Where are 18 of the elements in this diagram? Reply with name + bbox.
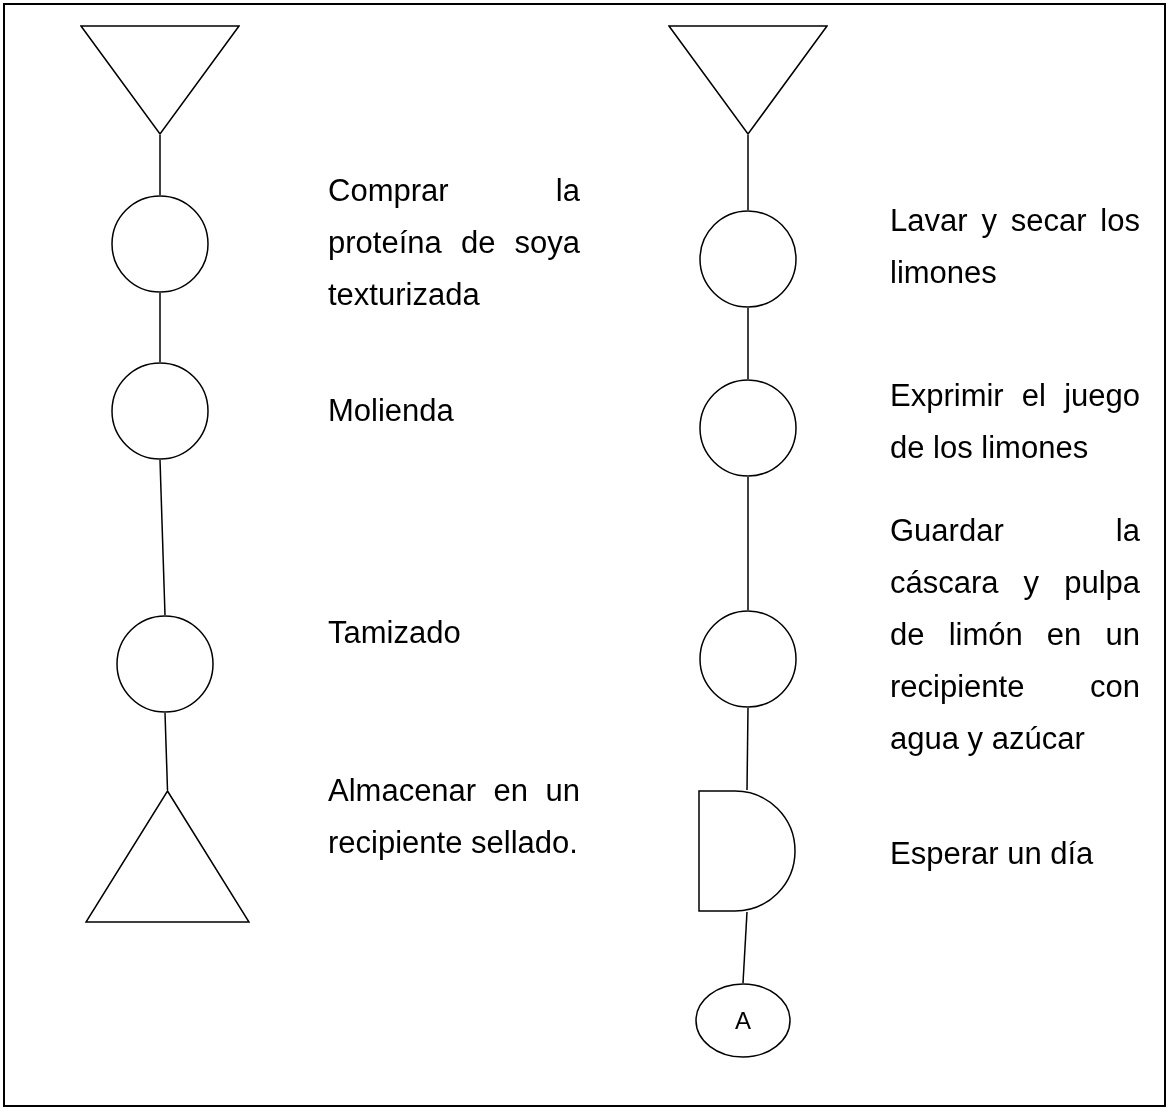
connector-line bbox=[747, 476, 749, 611]
step-description: Molienda bbox=[328, 392, 455, 430]
step-description: Exprimir el juego de los limones bbox=[890, 377, 1140, 467]
step-description: Almacenar en un recipiente sellado. bbox=[328, 772, 580, 862]
connector-line bbox=[164, 712, 169, 791]
connector-line bbox=[159, 134, 161, 196]
connector-line bbox=[746, 707, 749, 791]
node-label: A bbox=[735, 1005, 751, 1036]
connector-line bbox=[747, 134, 749, 211]
step-description: Esperar un día bbox=[890, 835, 1095, 873]
connector-line bbox=[742, 911, 748, 984]
step-description: Guardar la cáscara y pulpa de limón en un recipiente con agua y azúcar bbox=[890, 512, 1140, 758]
connector-line bbox=[747, 307, 749, 380]
step-description: Comprar la proteína de soya texturizada bbox=[328, 172, 580, 314]
step-description: Lavar y secar los limones bbox=[890, 202, 1140, 292]
connector-line bbox=[159, 292, 161, 363]
connector-line bbox=[159, 459, 166, 616]
step-description: Tamizado bbox=[328, 614, 462, 652]
